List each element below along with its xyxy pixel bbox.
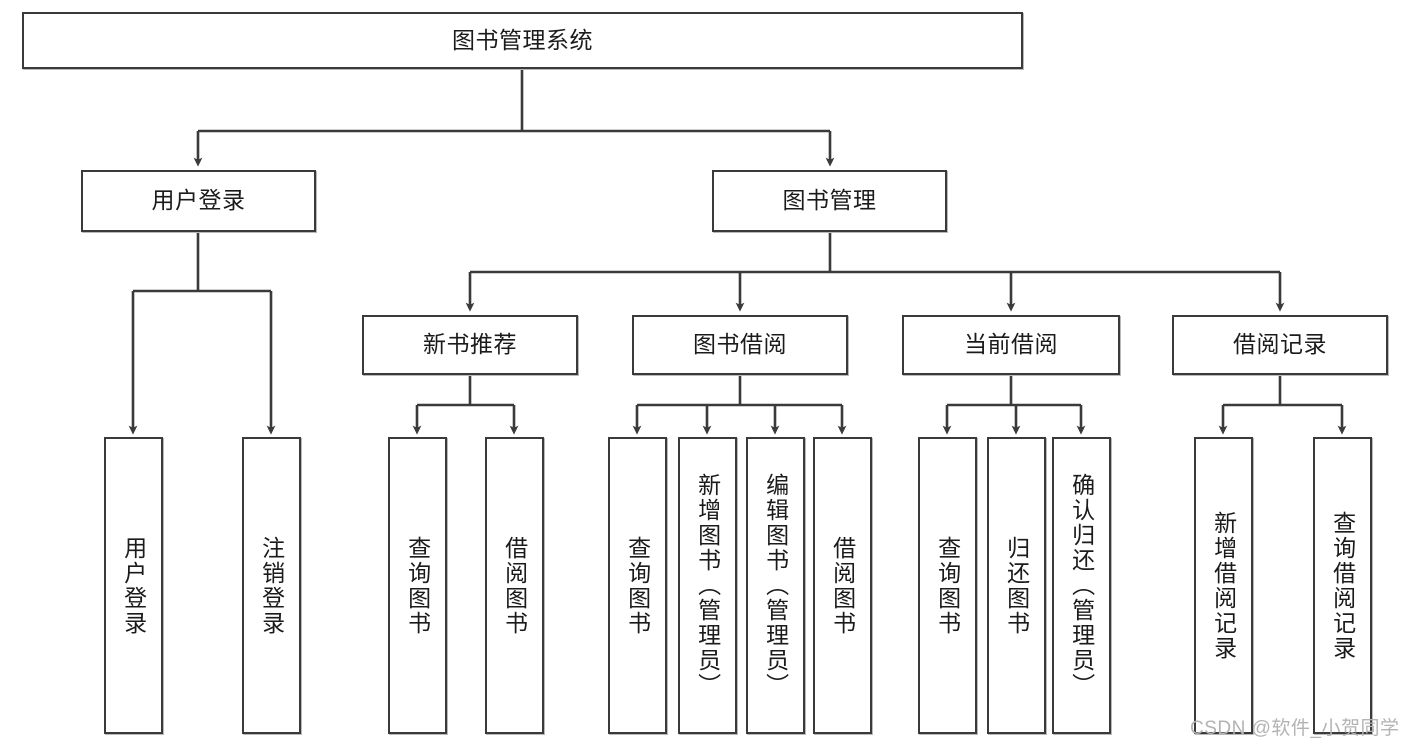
node-borrow-record[interactable]: 借阅记录 [1172, 315, 1388, 375]
leaf-book-borrow-borrow-book[interactable]: 借阅图书 [813, 437, 872, 734]
node-label: 注销登录 [258, 535, 285, 636]
node-label: 用户登录 [120, 535, 147, 636]
leaf-new-book-borrow-book[interactable]: 借阅图书 [485, 437, 544, 734]
node-label: 图书管理 [782, 187, 877, 214]
leaf-current-borrow-confirm-return-admin[interactable]: 确认归还（管理员） [1052, 437, 1111, 734]
csdn-watermark: CSDN @软件_小贺同学 [1190, 718, 1400, 739]
node-user-login[interactable]: 用户登录 [81, 170, 316, 232]
leaf-user-login-logout[interactable]: 注销登录 [242, 437, 301, 734]
node-root-book-management-system[interactable]: 图书管理系统 [22, 12, 1023, 69]
node-label: 新书推荐 [423, 331, 517, 358]
node-label: 图书管理系统 [452, 26, 593, 53]
node-label: 查询图书 [404, 535, 431, 636]
node-label: 新增图书（管理员） [694, 473, 721, 698]
leaf-current-borrow-query-book[interactable]: 查询图书 [918, 437, 977, 734]
leaf-borrow-record-add-record[interactable]: 新增借阅记录 [1194, 437, 1253, 734]
node-new-book-recommend[interactable]: 新书推荐 [362, 315, 578, 375]
leaf-current-borrow-return-book[interactable]: 归还图书 [987, 437, 1046, 734]
node-label: 借阅图书 [829, 535, 856, 636]
node-label: 查询借阅记录 [1329, 510, 1356, 661]
node-label: 图书借阅 [693, 331, 787, 358]
node-label: 查询图书 [624, 535, 651, 636]
leaf-book-borrow-edit-book-admin[interactable]: 编辑图书（管理员） [746, 437, 805, 734]
leaf-book-borrow-add-book-admin[interactable]: 新增图书（管理员） [678, 437, 737, 734]
node-label: 当前借阅 [964, 331, 1058, 358]
node-label: 用户登录 [151, 187, 246, 214]
node-book-management[interactable]: 图书管理 [712, 170, 947, 232]
node-label: 确认归还（管理员） [1068, 473, 1095, 698]
leaf-user-login-login[interactable]: 用户登录 [104, 437, 163, 734]
leaf-borrow-record-query-record[interactable]: 查询借阅记录 [1313, 437, 1372, 734]
node-label: 借阅记录 [1233, 331, 1327, 358]
node-label: 借阅图书 [501, 535, 528, 636]
node-label: 编辑图书（管理员） [762, 473, 789, 698]
leaf-new-book-query-book[interactable]: 查询图书 [388, 437, 447, 734]
node-label: 归还图书 [1003, 535, 1030, 636]
node-current-borrow[interactable]: 当前借阅 [902, 315, 1120, 375]
node-label: 查询图书 [934, 535, 961, 636]
node-label: 新增借阅记录 [1210, 510, 1237, 661]
node-book-borrow[interactable]: 图书借阅 [632, 315, 848, 375]
leaf-book-borrow-query-book[interactable]: 查询图书 [608, 437, 667, 734]
